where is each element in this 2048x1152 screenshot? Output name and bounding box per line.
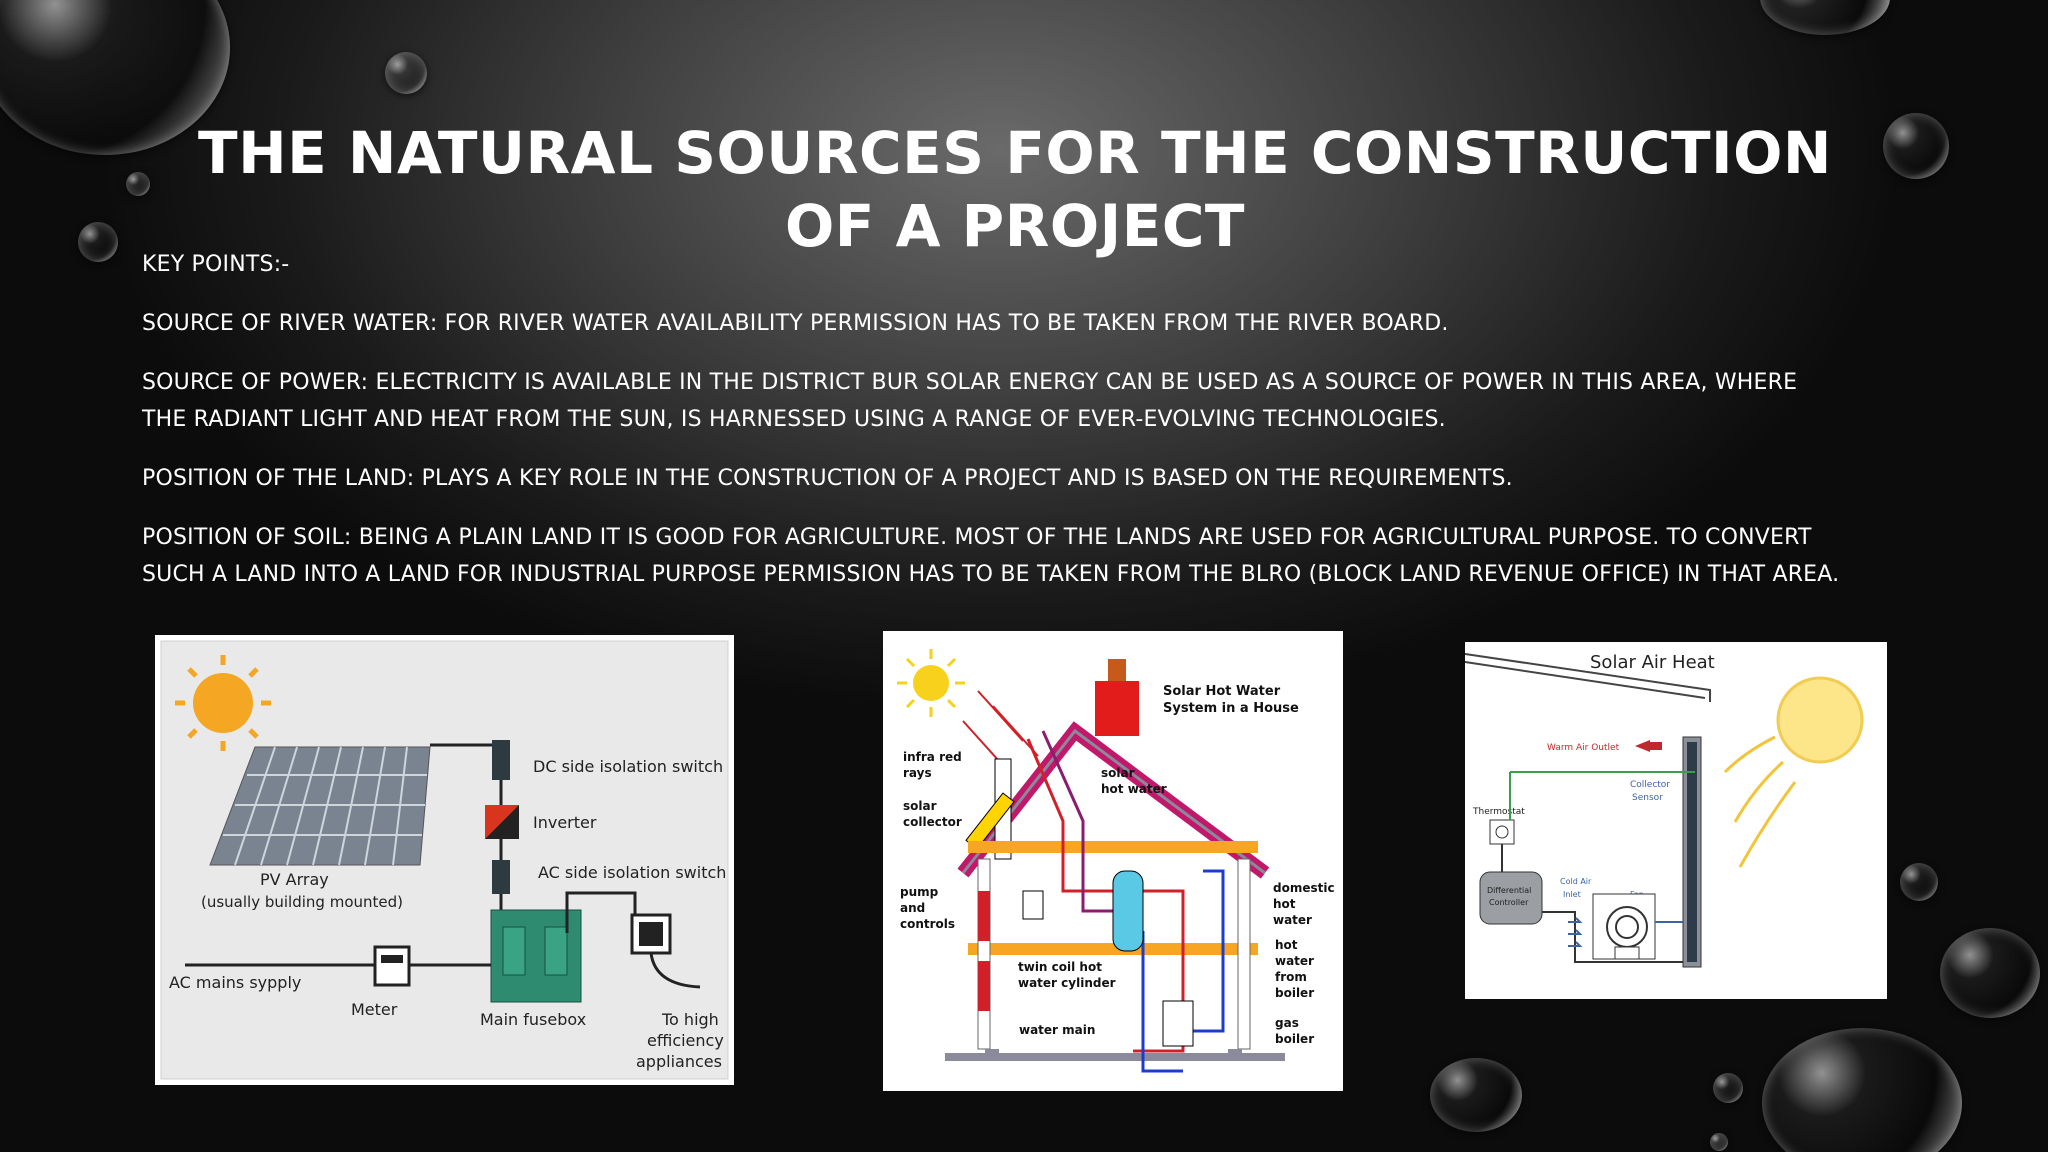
bubble-decoration	[1760, 0, 1890, 35]
pump-label-3: controls	[900, 917, 955, 931]
cold-air-inlet-label-1: Cold Air	[1560, 877, 1592, 886]
key-points-heading: Key points:-	[142, 252, 290, 277]
sun-icon	[897, 649, 965, 717]
solar-hot-water-label-2: hot water	[1101, 782, 1167, 796]
solar-air-heat-title: Solar Air Heat	[1590, 652, 1715, 673]
ac-switch-icon	[492, 860, 510, 894]
collector-sensor-label-1: Collector	[1630, 780, 1670, 790]
hot-from-boiler-label-4: boiler	[1275, 986, 1314, 1000]
gas-boiler-icon	[1162, 1000, 1194, 1047]
warm-air-outlet-label: Warm Air Outlet	[1547, 743, 1620, 753]
pv-array-note: (usually building mounted)	[201, 893, 403, 911]
controller-label-2: Controller	[1489, 898, 1529, 907]
bubble-decoration	[1713, 1073, 1743, 1103]
controller-label-1: Differential	[1487, 886, 1531, 895]
domestic-label-1: domestic	[1273, 881, 1335, 895]
bubble-decoration	[1900, 863, 1938, 901]
infra-red-label-1: infra red	[903, 750, 962, 764]
key-points: Key points:- Source of river water: for …	[142, 246, 1842, 615]
hot-from-boiler-label-2: water	[1275, 954, 1314, 968]
ac-switch-label: AC side isolation switch	[538, 863, 726, 882]
bubble-decoration	[1883, 113, 1949, 179]
hot-from-boiler-label-3: from	[1275, 970, 1307, 984]
thermostat-label: Thermostat	[1472, 807, 1525, 817]
appliance-label-1: To high	[661, 1010, 719, 1029]
hot-water-title-2: System in a House	[1163, 701, 1299, 716]
solar-collector-label-1: solar	[903, 799, 937, 813]
hot-water-title-1: Solar Hot Water	[1163, 684, 1281, 699]
cylinder-label-1: twin coil hot	[1018, 960, 1102, 974]
sun-icon	[1776, 676, 1864, 764]
solar-hot-water-label-1: solar	[1101, 766, 1135, 780]
pv-array-label: PV Array	[260, 870, 329, 889]
point-river-water: Source of river water: for river water a…	[142, 311, 1449, 336]
meter-icon	[373, 945, 411, 987]
solar-air-heat-diagram: Solar Air Heat Warm Air Outlet Collector…	[1465, 642, 1887, 999]
collector-sensor-label-2: Sensor	[1632, 793, 1663, 803]
cylinder-icon	[1112, 870, 1144, 952]
slide-title: The natural sources for the construction…	[198, 118, 1832, 260]
bubble-decoration	[126, 172, 150, 196]
cold-air-inlet-label-2: Inlet	[1563, 890, 1581, 899]
inverter-label: Inverter	[533, 813, 597, 832]
bubble-decoration	[1940, 928, 2040, 1018]
bubble-decoration	[1430, 1058, 1522, 1132]
appliance-label-2: efficiency	[647, 1031, 724, 1050]
ac-mains-label: AC mains sypply	[169, 973, 301, 992]
point-land: Position of the land: plays a key role i…	[142, 466, 1513, 491]
sun-icon	[175, 655, 271, 751]
bubble-decoration	[78, 222, 118, 262]
cylinder-label-2: water cylinder	[1018, 976, 1116, 990]
domestic-label-2: hot	[1273, 897, 1296, 911]
dc-switch-icon	[492, 740, 510, 780]
bubble-decoration	[1710, 1133, 1728, 1151]
point-power: Source of Power: Electricity is availabl…	[142, 370, 1798, 432]
appliance-socket-icon	[630, 913, 701, 989]
controller-icon	[1479, 871, 1543, 925]
solar-collector-label-2: collector	[903, 815, 962, 829]
solar-air-heat-svg: Solar Air Heat Warm Air Outlet Collector…	[1465, 642, 1887, 999]
solar-hot-water-diagram: Solar Hot Water System in a House	[883, 631, 1343, 1091]
thermostat-icon	[1489, 819, 1515, 845]
pv-system-diagram: DC side isolation switch Inverter AC sid…	[155, 635, 734, 1085]
bubble-decoration	[1762, 1028, 1962, 1152]
point-soil: Position of soil: being a plain land it …	[142, 525, 1840, 587]
bubble-decoration	[385, 52, 427, 94]
chimney-icon	[1095, 681, 1139, 736]
pump-label-2: and	[900, 901, 925, 915]
domestic-label-3: water	[1273, 913, 1312, 927]
solar-hot-water-svg: Solar Hot Water System in a House	[883, 631, 1343, 1091]
gas-boiler-label-1: gas	[1275, 1016, 1299, 1030]
appliance-label-3: appliances	[636, 1052, 722, 1071]
infra-red-label-2: rays	[903, 766, 932, 780]
fusebox-label: Main fusebox	[480, 1010, 586, 1029]
pump-icon	[1022, 890, 1044, 920]
water-main-label: water main	[1019, 1023, 1095, 1037]
inverter-icon	[485, 805, 519, 839]
gas-boiler-label-2: boiler	[1275, 1032, 1314, 1046]
pump-label-1: pump	[900, 885, 939, 899]
solar-panel-icon	[209, 746, 431, 866]
dc-switch-label: DC side isolation switch	[533, 757, 723, 776]
hot-from-boiler-label-1: hot	[1275, 938, 1298, 952]
meter-label: Meter	[351, 1000, 398, 1019]
pv-system-svg: DC side isolation switch Inverter AC sid…	[160, 640, 729, 1080]
